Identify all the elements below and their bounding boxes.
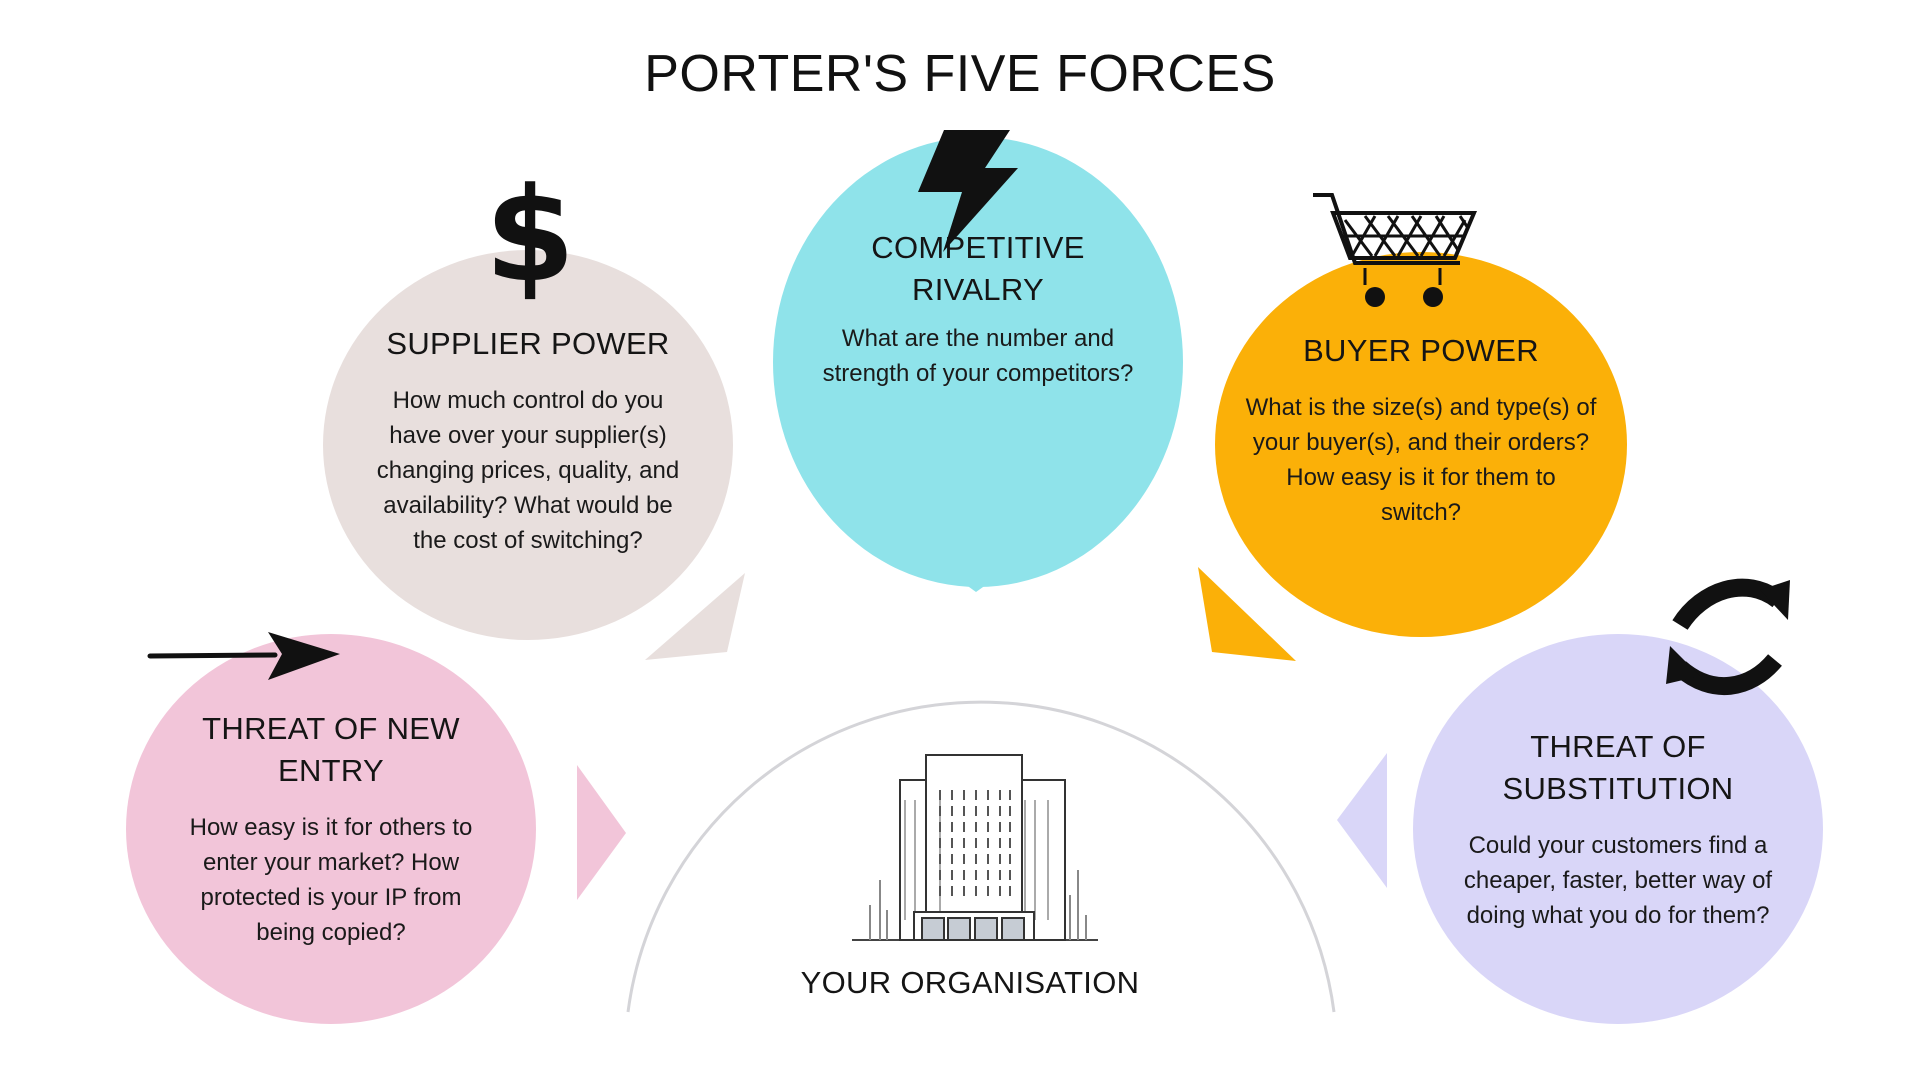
competitive-rivalry-circle: COMPETITIVE RIVALRY What are the number … (773, 137, 1183, 587)
threat-of-substitution-circle: THREAT OF SUBSTITUTION Could your custom… (1413, 634, 1823, 1024)
supplier-power-question: How much control do you have over your s… (376, 386, 680, 554)
office-building-icon (852, 754, 1098, 941)
supplier-pointer (645, 573, 745, 660)
threat-of-substitution-question: Could your customers find a cheaper, fas… (1463, 831, 1773, 929)
new-entry-pointer (577, 765, 626, 900)
competitive-rivalry-question: What are the number and strength of your… (822, 325, 1134, 387)
buyer-power-circle: BUYER POWER What is the size(s) and type… (1215, 252, 1627, 637)
substitution-pointer (1337, 753, 1387, 888)
supplier-power-heading: SUPPLIER POWER (386, 325, 670, 361)
refresh-cycle-icon (1666, 578, 1790, 696)
buyer-pointer (1198, 567, 1296, 661)
organisation-label: YOUR ORGANISATION (800, 965, 1140, 1000)
page-title: PORTER'S FIVE FORCES (644, 45, 1276, 103)
competitive-rivalry-heading: COMPETITIVE RIVALRY (871, 230, 1085, 307)
buyer-power-question: What is the size(s) and type(s) of your … (1245, 393, 1597, 526)
threat-of-new-entry-heading: THREAT OF NEW ENTRY (202, 711, 460, 788)
dollar-icon: $ (485, 159, 575, 311)
threat-of-substitution-heading: THREAT OF SUBSTITUTION (1502, 728, 1734, 806)
threat-of-new-entry-circle: THREAT OF NEW ENTRY How easy is it for o… (126, 634, 536, 1024)
supplier-power-circle: SUPPLIER POWER How much control do you h… (323, 250, 733, 640)
threat-of-new-entry-question: How easy is it for others to enter your … (189, 814, 473, 946)
buyer-power-heading: BUYER POWER (1303, 332, 1539, 368)
shopping-cart-icon (1313, 193, 1478, 307)
svg-text:$: $ (485, 159, 575, 311)
arrow-right-icon (147, 632, 340, 680)
lightning-bolt-icon (918, 130, 1018, 252)
